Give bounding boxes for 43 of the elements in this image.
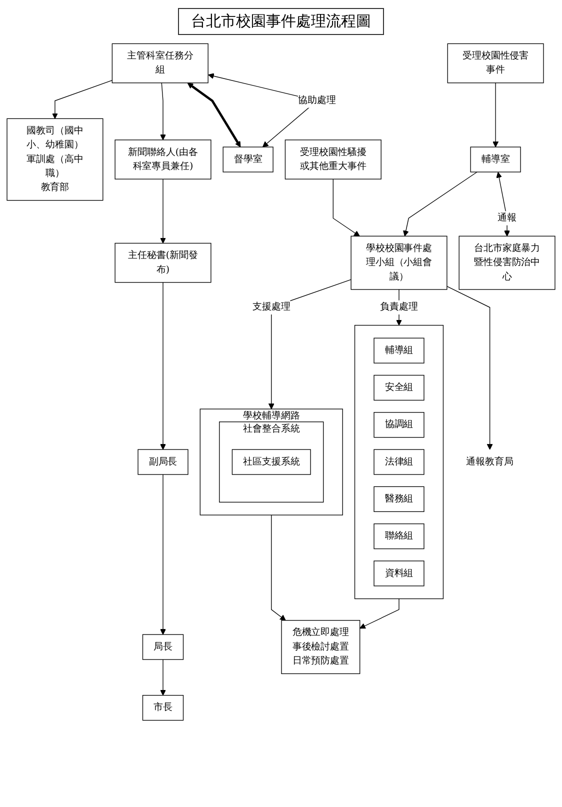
node-box: 安全組 xyxy=(374,374,424,401)
node-text: 通報教育局 xyxy=(466,456,514,468)
node-box: 聯絡組 xyxy=(374,523,424,550)
arrow xyxy=(52,80,113,119)
node-box: 市長 xyxy=(142,694,184,721)
arrow xyxy=(160,474,166,635)
arrow xyxy=(403,172,478,236)
node-box: 新聞聯絡人(由各科室專員兼任) xyxy=(114,140,212,180)
node-box: 社區支援系統 xyxy=(232,449,311,475)
arrow xyxy=(160,178,166,244)
edge-label: 協助處理 xyxy=(298,95,336,106)
node-box: 受理校園性騷擾或其他重大事件 xyxy=(284,140,382,180)
node-box: 資料組 xyxy=(374,560,424,586)
arrow xyxy=(332,178,360,236)
node-box: 副局長 xyxy=(138,449,188,475)
diagram-title: 台北市校園事件處理流程圖 xyxy=(178,8,384,35)
arrow xyxy=(446,286,493,450)
arrow xyxy=(160,659,166,696)
node-box: 受理校園性侵害事件 xyxy=(447,43,544,84)
node-box: 輔導室 xyxy=(470,146,521,172)
node-box: 局長 xyxy=(142,634,184,660)
arrow xyxy=(360,598,400,629)
arrow xyxy=(496,172,510,236)
node-box: 協調組 xyxy=(374,412,424,438)
cluster xyxy=(354,324,444,600)
node-box: 主管科室任務分組 xyxy=(112,43,208,84)
edge-label: 通報 xyxy=(498,212,516,224)
node-box: 危機立即處理 事後檢討處置 日常預防處置 xyxy=(281,620,360,674)
arrow xyxy=(160,82,166,140)
edge-label: 支援處理 xyxy=(252,302,290,312)
node-box: 學校校園事件處理小組（小組會議） xyxy=(350,236,448,290)
node-box: 督學室 xyxy=(222,146,274,172)
node-box: 法律組 xyxy=(374,449,424,475)
node-box: 主任秘書(新聞發布) xyxy=(114,242,212,283)
node-box: 輔導組 xyxy=(374,338,424,364)
arrow xyxy=(271,514,286,621)
edge-label: 負責處理 xyxy=(380,302,418,312)
node-box: 台北市家庭暴力暨性侵害防治中心 xyxy=(458,236,556,290)
arrow xyxy=(187,82,241,148)
arrow xyxy=(492,82,499,148)
arrow xyxy=(160,282,166,450)
node-box: 國教司（國中小、幼稚園） 軍訓處（高中職） 教育部 xyxy=(6,118,104,201)
node-box: 醫務組 xyxy=(374,486,424,512)
